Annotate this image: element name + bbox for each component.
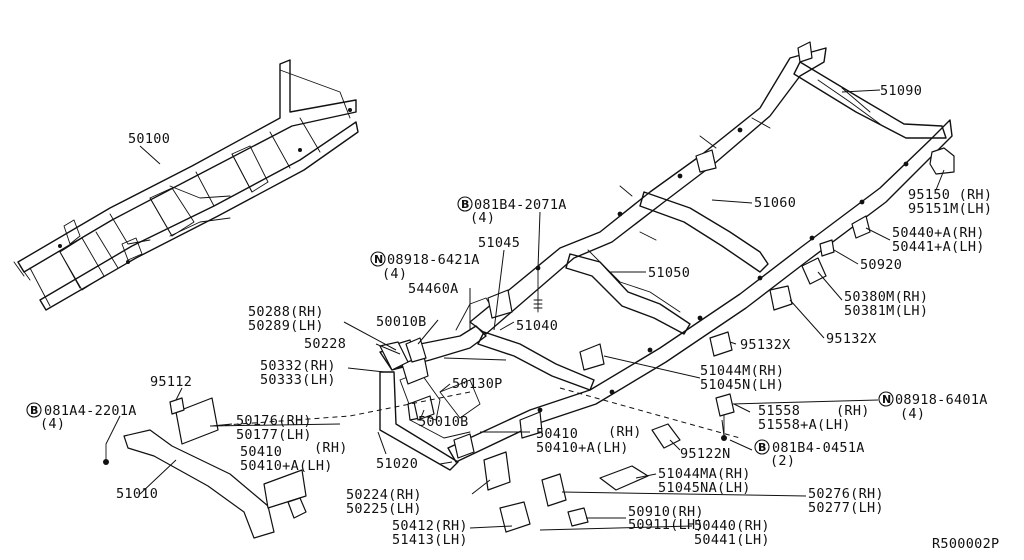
nut-mark-n-icon: [370, 251, 386, 267]
label-51040: 51040: [516, 318, 558, 334]
mark-b-3: B: [758, 441, 766, 454]
bolt-mark-b-icon: [457, 196, 473, 212]
label-50441a-lh: 50441+A(LH): [892, 239, 985, 255]
label-51558a: 51558+A(LH): [758, 417, 851, 433]
label-54460a: 54460A: [408, 281, 459, 297]
label-50224: 50224(RH): [346, 487, 422, 503]
label-51044m: 51044M(RH): [700, 363, 784, 379]
mark-b-1: B: [461, 198, 469, 211]
label-51558-rh: (RH): [836, 403, 870, 419]
label-51060: 51060: [754, 195, 796, 211]
loose-parts: [103, 147, 955, 539]
label-50410-left: 50410: [240, 444, 282, 460]
label-50441: 50441(LH): [694, 532, 770, 548]
label-50225: 50225(LH): [346, 501, 422, 517]
label-50332: 50332(RH): [260, 358, 336, 374]
label-50130p: 50130P: [452, 376, 503, 392]
label-51413: 51413(LH): [392, 532, 468, 548]
label-51045n: 51045N(LH): [700, 377, 784, 393]
label-50410-right: 50410: [536, 426, 578, 442]
label-95122n: 95122N: [680, 446, 731, 462]
label-50910: 50910(RH): [628, 504, 704, 520]
leader-lines: [105, 89, 945, 531]
nut-mark-n-icon: [878, 391, 894, 407]
label-51045na: 51045NA(LH): [658, 480, 751, 496]
label-50920: 50920: [860, 257, 902, 273]
qty-081b4-2071a: (4): [470, 210, 495, 226]
mark-n-2: N: [882, 393, 891, 406]
qty-081a4-2201a: (4): [40, 416, 65, 432]
label-50100: 50100: [128, 131, 170, 147]
qty-08918-6421a: (4): [382, 266, 407, 282]
label-51010: 51010: [116, 486, 158, 502]
label-50440a-rh: 50440+A(RH): [892, 225, 985, 241]
label-51050: 51050: [648, 265, 690, 281]
label-50010b-top: 50010B: [376, 314, 427, 330]
label-50176: 50176(RH): [236, 413, 312, 429]
label-50277: 50277(LH): [808, 500, 884, 516]
label-50410-left-rh: (RH): [314, 440, 348, 456]
label-50380m: 50380M(RH): [844, 289, 928, 305]
label-081b4-2071a: 081B4-2071A: [474, 197, 567, 213]
label-95112: 95112: [150, 374, 192, 390]
label-50410a-left-lh: 50410+A(LH): [240, 458, 333, 474]
label-50289: 50289(LH): [248, 318, 324, 334]
label-51090: 51090: [880, 83, 922, 99]
label-50228: 50228: [304, 336, 346, 352]
label-50410a-right-lh: 50410+A(LH): [536, 440, 629, 456]
label-50010b-bottom: 50010B: [418, 414, 469, 430]
label-50410-right-rh: (RH): [608, 424, 642, 440]
bolt-mark-b-icon: [26, 402, 42, 418]
label-50381m: 50381M(LH): [844, 303, 928, 319]
label-95132x-left: 95132X: [740, 337, 791, 353]
label-50288: 50288(RH): [248, 304, 324, 320]
label-08918-6421a: 08918-6421A: [387, 252, 480, 268]
label-95150: 95150 (RH): [908, 187, 992, 203]
overview-frame-drawing: [13, 59, 359, 311]
label-08918-6401a: 08918-6401A: [895, 392, 988, 408]
label-50412: 50412(RH): [392, 518, 468, 534]
qty-081b4-0451a: (2): [770, 453, 795, 469]
diagram-id: R500002P: [932, 536, 999, 552]
label-50177: 50177(LH): [236, 427, 312, 443]
mark-b-2: B: [30, 404, 38, 417]
label-51020: 51020: [376, 456, 418, 472]
label-081a4-2201a: 081A4-2201A: [44, 403, 137, 419]
label-50333: 50333(LH): [260, 372, 336, 388]
qty-08918-6401a: (4): [900, 406, 925, 422]
label-50440: 50440(RH): [694, 518, 770, 534]
callout-labels: 50100 51090 51060 51050 51045 51040 5102…: [26, 83, 999, 552]
label-081b4-0451a: 081B4-0451A: [772, 440, 865, 456]
mark-n-1: N: [374, 253, 383, 266]
bolt-mark-b-icon: [754, 439, 770, 455]
label-95132x-right: 95132X: [826, 331, 877, 347]
label-51558: 51558: [758, 403, 800, 419]
label-51045: 51045: [478, 235, 520, 251]
label-50276: 50276(RH): [808, 486, 884, 502]
label-50911: 50911(LH): [628, 517, 704, 533]
label-51044ma: 51044MA(RH): [658, 466, 751, 482]
label-95151m: 95151M(LH): [908, 201, 992, 217]
